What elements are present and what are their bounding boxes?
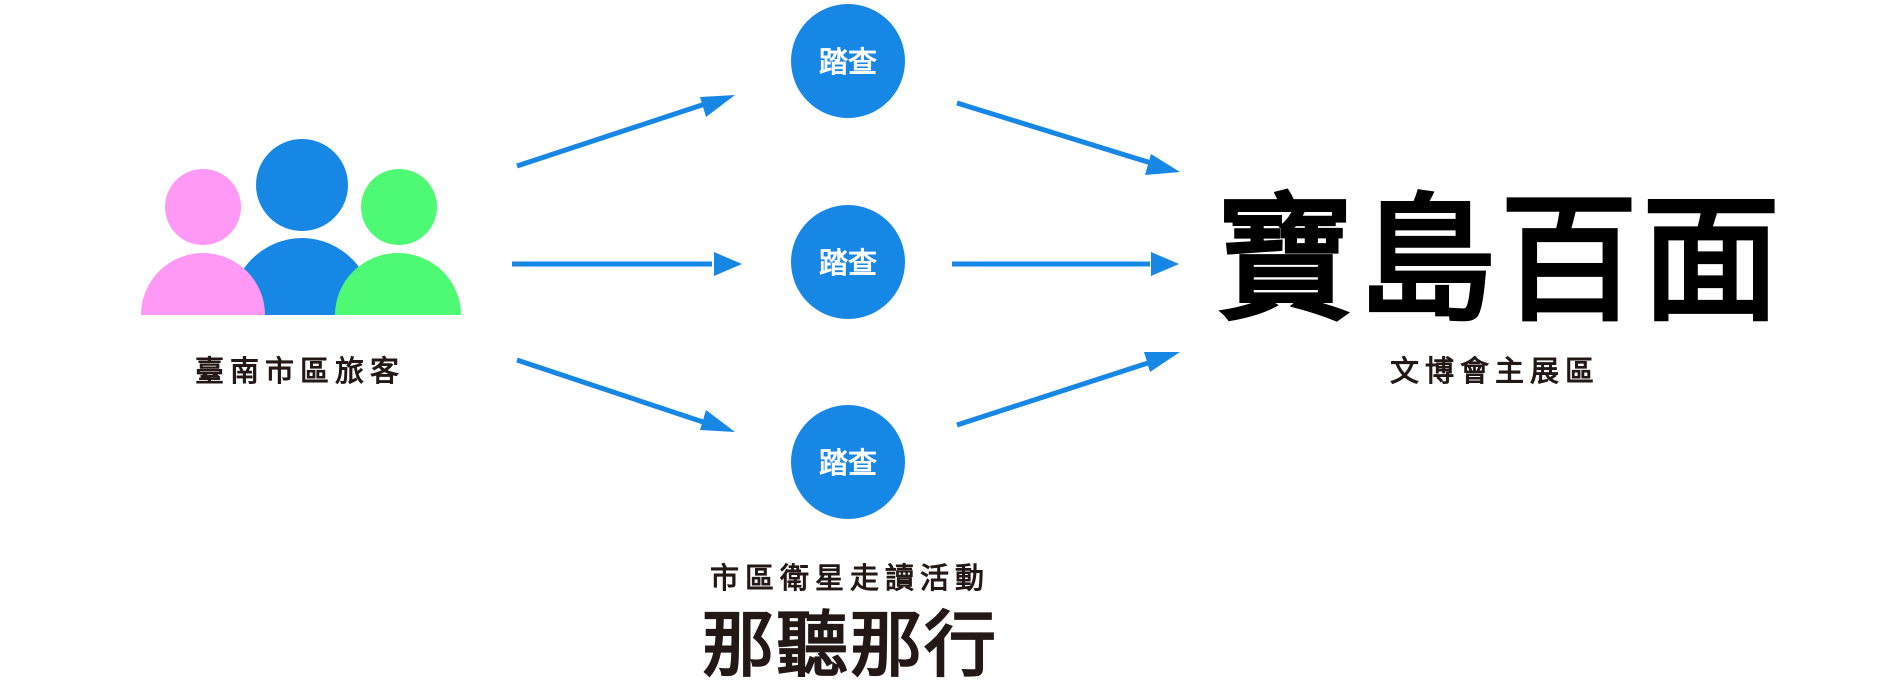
source-label: 臺南市區旅客 (194, 354, 405, 388)
arrowhead-top-right (1145, 154, 1180, 175)
arrow-to-node-bottom (516, 357, 707, 426)
node-circle-bottom (791, 405, 905, 519)
destination-title: 寶島百面 (1215, 178, 1784, 341)
arrows-to-nodes (512, 95, 742, 432)
arrows-to-destination (952, 100, 1180, 428)
arrowhead-bottom-right (1144, 352, 1180, 372)
arrowhead-top-left (700, 95, 735, 117)
traveler-head-green (361, 169, 437, 245)
traveler-body-pink (141, 253, 265, 315)
arrow-from-node-top (956, 100, 1152, 166)
node-middle: 踏查 (791, 205, 905, 319)
node-circle-middle (791, 205, 905, 319)
destination-subtitle: 文博會主展區 (1389, 354, 1600, 388)
node-label-bottom: 踏查 (819, 446, 877, 480)
arrowhead-middle-left (714, 252, 742, 276)
arrowhead-bottom-left (700, 410, 735, 432)
node-bottom: 踏查 (791, 405, 905, 519)
node-label-top: 踏查 (819, 45, 877, 79)
travelers-icon (141, 139, 461, 315)
node-top: 踏查 (791, 4, 905, 118)
arrowhead-middle-right (1151, 252, 1179, 276)
arrow-to-node-top (516, 101, 706, 169)
traveler-head-pink (165, 169, 241, 245)
traveler-head-blue (256, 139, 348, 231)
arrow-from-node-bottom (956, 359, 1152, 428)
node-label-middle: 踏查 (819, 246, 877, 280)
activity-subtitle: 市區衛星走讀活動 (709, 561, 990, 595)
traveler-body-green (335, 253, 461, 315)
node-circle-top (791, 4, 905, 118)
activity-title: 那聽那行 (701, 602, 998, 687)
